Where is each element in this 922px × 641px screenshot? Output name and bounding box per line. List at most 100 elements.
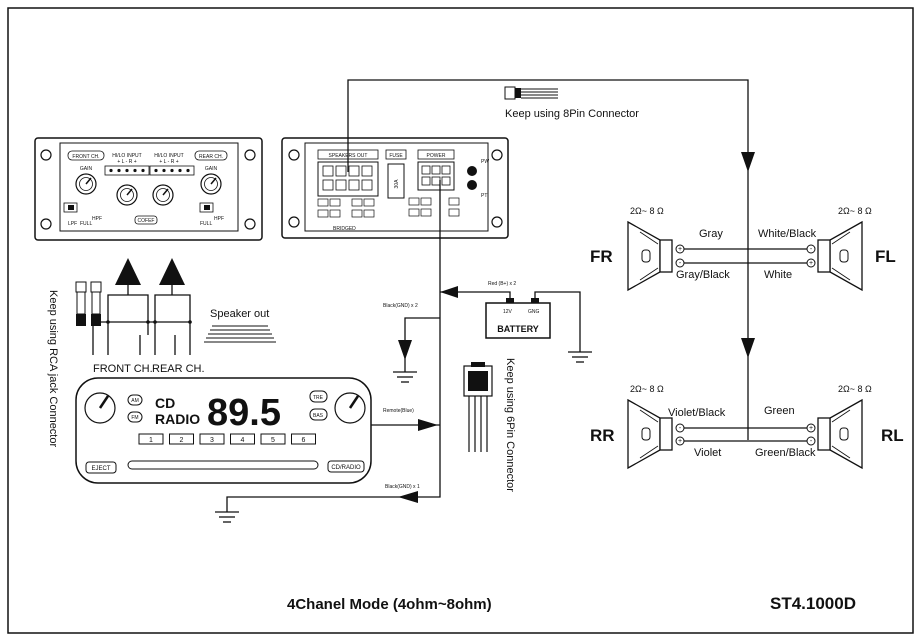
right-amp-fuse-value: 30A — [394, 179, 400, 189]
svg-text:-: - — [679, 425, 682, 432]
eject-label: EJECT — [91, 466, 110, 472]
left-amp-hilo-pins-1: + L - R + — [117, 159, 136, 165]
right-amp-bridged: BRIDGED — [333, 226, 356, 232]
svg-text:+: + — [678, 246, 682, 253]
left-amp-rear-ch: REAR CH. — [199, 154, 223, 160]
left-amp-hilo-2: HI/LO INPUT — [154, 153, 183, 159]
svg-text:+: + — [809, 425, 813, 432]
front-bot-right-color: White — [764, 269, 792, 281]
rl-impedance: 2Ω~ 8 Ω — [838, 384, 872, 394]
bas-button[interactable] — [309, 408, 328, 421]
arrow-gnd-1 — [398, 491, 418, 503]
rear-bot-left-color: Violet — [694, 447, 721, 459]
battery-red-label: Red (B+) x 2 — [488, 281, 516, 287]
preset-button-5[interactable] — [260, 433, 286, 445]
connector-6pin: Keep using 6Pin Connector — [463, 358, 516, 492]
rr-impedance: 2Ω~ 8 Ω — [630, 384, 664, 394]
arrow-battery — [440, 286, 458, 298]
left-amp-full-2: FULL — [200, 221, 212, 227]
right-amp-pw: PW — [481, 159, 489, 165]
fl-impedance: 2Ω~ 8 Ω — [838, 206, 872, 216]
rca-wiring: FRONT CH. REAR CH. — [92, 258, 205, 375]
radio-label: RADIO — [155, 411, 200, 427]
connector-8pin: Keep using 8Pin Connector — [504, 86, 639, 120]
right-amp-pt: PT — [481, 193, 487, 199]
preset-button-2[interactable] — [169, 433, 194, 445]
rca-plugs: Keep using RCA jack Connector — [47, 281, 102, 447]
front-speaker-wires — [684, 248, 807, 264]
right-amp-power: POWER — [427, 153, 446, 159]
eject-button[interactable] — [85, 461, 117, 474]
svg-text:+: + — [809, 260, 813, 267]
svg-text:-: - — [810, 438, 813, 445]
tre-button[interactable] — [309, 390, 328, 403]
am-label: AM — [131, 398, 139, 404]
left-amp-cofef: COFEF — [138, 218, 155, 224]
left-amp-hpf-2: HPF — [214, 216, 224, 222]
fm-button[interactable] — [127, 411, 143, 423]
outer-frame — [7, 7, 914, 634]
fm-label: FM — [131, 415, 138, 421]
fr-label: FR — [590, 247, 613, 266]
preset-button-3[interactable] — [199, 433, 225, 445]
cd-radio-button[interactable] — [327, 460, 365, 473]
cd-label: CD — [155, 395, 175, 411]
preset-button-6[interactable] — [291, 433, 316, 445]
pt-led — [467, 180, 477, 190]
ground-1 — [215, 511, 239, 523]
connector-6pin-label: Keep using 6Pin Connector — [504, 358, 516, 492]
speaker-rear-right: - + RR 2Ω~ 8 Ω — [590, 384, 685, 470]
arrow-remote — [418, 419, 438, 431]
fl-label: FL — [875, 247, 896, 266]
connector-8pin-label: Keep using 8Pin Connector — [505, 108, 639, 120]
frequency-display: 89.5 — [207, 392, 281, 434]
rr-label: RR — [590, 426, 615, 445]
tre-label: TRE — [313, 395, 324, 401]
bas-label: BAS — [313, 413, 324, 419]
arrow-down-front — [741, 152, 755, 172]
remote-label: Remote(Blue) — [383, 408, 414, 414]
speaker-front-right: + - FR 2Ω~ 8 Ω — [590, 206, 685, 292]
pw-led — [467, 166, 477, 176]
black-gnd-1-label: Black(GND) x 1 — [385, 484, 420, 490]
rca-rear-label: REAR CH. — [152, 363, 205, 375]
arrow-down-rear — [741, 338, 755, 358]
left-amp-gain-2: GAIN — [205, 166, 218, 172]
left-amp-hpf-1: HPF — [92, 216, 102, 222]
preset-button-1[interactable] — [138, 433, 164, 445]
preset-label-2: 2 — [180, 437, 184, 444]
black-gnd-2-label: Black(GND) x 2 — [383, 303, 418, 309]
fr-impedance: 2Ω~ 8 Ω — [630, 206, 664, 216]
battery-12v: 12V — [503, 309, 513, 315]
left-amplifier-panel: FRONT CH. REAR CH. HI/LO INPUT + L - R +… — [34, 137, 263, 241]
preset-label-1: 1 — [149, 437, 153, 444]
right-amplifier-panel: SPEAKERS OUT FUSE POWER 30A PW PT BRIDGE… — [281, 137, 509, 239]
arrow-gnd-2 — [398, 340, 412, 360]
svg-text:+: + — [678, 438, 682, 445]
am-button[interactable] — [127, 394, 143, 406]
front-bot-left-color: Gray/Black — [676, 269, 730, 281]
preset-label-5: 5 — [271, 437, 275, 444]
battery-gng: GNG — [528, 309, 540, 315]
svg-text:-: - — [810, 246, 813, 253]
diagram-title: 4Chanel Mode (4ohm~8ohm) — [287, 596, 492, 613]
svg-text:-: - — [679, 260, 682, 267]
battery-plus-wire — [440, 291, 511, 300]
rear-top-left-color: Violet/Black — [668, 407, 726, 419]
preset-label-6: 6 — [302, 437, 306, 444]
left-amp-hilo-1: HI/LO INPUT — [112, 153, 141, 159]
left-amp-full-1: FULL — [80, 221, 92, 227]
cd-slot — [127, 460, 319, 470]
ground-battery — [568, 351, 592, 363]
front-top-left-color: Gray — [699, 228, 723, 240]
left-amp-hilo-pins-2: + L - R + — [159, 159, 178, 165]
preset-label-4: 4 — [241, 437, 245, 444]
rear-top-right-color: Green — [764, 405, 795, 417]
rear-speaker-wires — [684, 427, 807, 442]
speaker-rear-left: + - RL 2Ω~ 8 Ω — [806, 384, 904, 470]
preset-button-4[interactable] — [230, 433, 255, 445]
speaker-out-harness: Speaker out — [204, 308, 276, 343]
